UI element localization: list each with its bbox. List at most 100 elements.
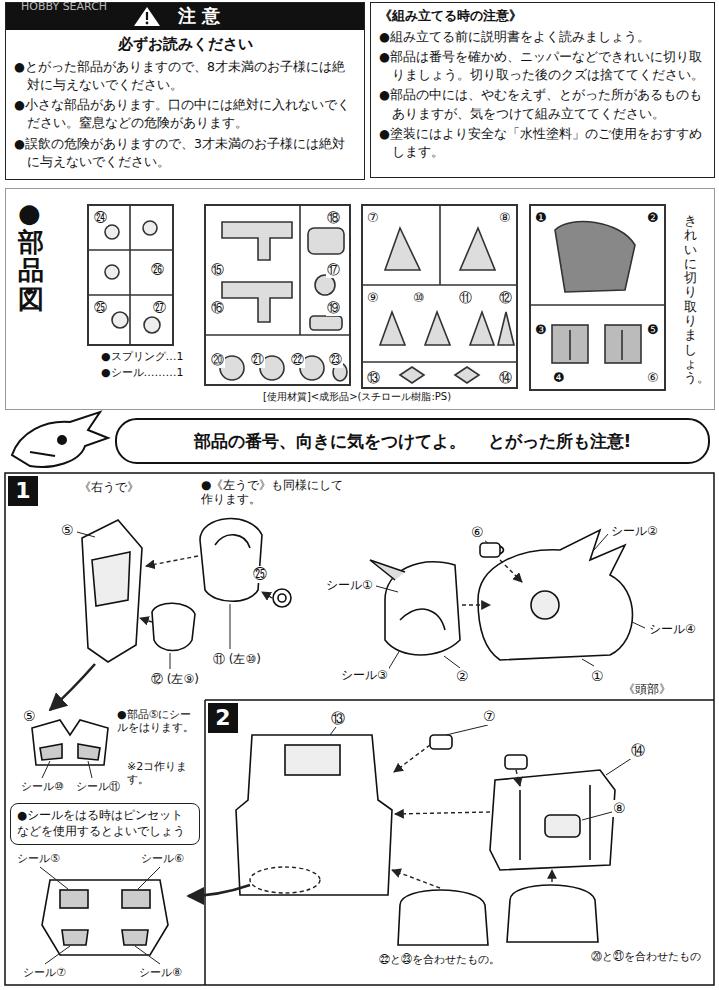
mascot-icon-part — [30, 452, 55, 456]
flow-arrow-part — [188, 885, 250, 896]
caution-item: ●とがった部品がありますので、8才未満のお子様には絶対に与えないでください。 — [14, 58, 356, 94]
body-drawing-part — [285, 745, 340, 775]
banner-text: 部品の番号、向きに気をつけてよ。 — [194, 430, 466, 453]
head-drawing-part — [531, 591, 559, 619]
assembly-arrow-part — [146, 556, 198, 566]
arm-drawing-part — [200, 519, 262, 602]
instruction-note: ※2コ作ります。 — [126, 760, 203, 786]
notes-item: ●組み立てる前に説明書をよく読みましょう。 — [379, 28, 706, 46]
runner-frame-part — [470, 312, 494, 345]
step-number-text: 2 — [208, 703, 238, 733]
instruction-note: ●部品⑤にシールをはります。 — [116, 708, 203, 734]
runner-frame-part — [88, 294, 173, 296]
callout-number: ⑧ — [612, 800, 627, 817]
head-drawing-part — [500, 546, 504, 554]
instruction-note: ⑳と㉑を合わせたもの — [590, 950, 710, 963]
arm-drawing-part — [152, 603, 195, 650]
runner-frame-part — [362, 205, 517, 388]
callout-number: ⑩ — [412, 290, 426, 306]
waist-drawing — [42, 880, 168, 955]
callout-number: ⑨ — [366, 290, 380, 306]
callout-number: ⑮ — [210, 262, 225, 278]
tip-box: ●シールをはる時はピンセットなどを使用するとよいでしょう — [10, 803, 200, 845]
runner-frame-part — [129, 205, 131, 345]
assembly-arrow-part — [392, 870, 440, 888]
arm-drawing-part — [82, 520, 142, 662]
sticker-label: シール⑦ — [22, 966, 67, 979]
body-drawing-part — [519, 790, 521, 860]
leader-line-part — [42, 761, 50, 778]
runner-frame-part — [455, 367, 479, 383]
runner-frame-part — [315, 275, 335, 295]
body-drawing-part — [490, 770, 615, 870]
callout-number: ⑰ — [326, 262, 341, 278]
head-drawing-part — [478, 530, 633, 660]
leader-line-part — [388, 650, 400, 670]
warning-band-part — [134, 7, 160, 26]
callout-number: ❹ — [552, 370, 566, 386]
part-title: 《右うで》 — [78, 480, 140, 494]
head-drawing-part — [400, 609, 445, 630]
callout-number: ⑥ — [470, 524, 485, 541]
leader-line-part — [230, 604, 231, 649]
mascot-icon — [12, 412, 108, 467]
runner-frame-part — [605, 325, 641, 363]
visor-drawing-part — [78, 744, 100, 760]
leader-line — [40, 532, 645, 964]
leader-line-part — [594, 534, 608, 550]
assembly-arrow-part — [140, 618, 152, 622]
panel-heading: ●部品図 — [18, 199, 44, 313]
callout-number: ㉑ — [250, 352, 265, 368]
waist-drawing-part — [60, 890, 88, 908]
callout-number: ⑦ — [482, 708, 497, 725]
assembly-arrow-part — [262, 592, 272, 598]
runner-frame-part — [380, 312, 405, 345]
arm-drawing-part — [278, 594, 286, 602]
visor-drawing-part — [40, 744, 62, 760]
callout-number: ㉗ — [152, 300, 167, 316]
callout-number: ⑧ — [498, 210, 512, 226]
step-frame-part — [205, 699, 714, 701]
runner-frame — [88, 205, 665, 390]
runner-frame-part — [385, 228, 420, 270]
runner-frame-part — [498, 312, 514, 345]
callout-number: ❺ — [646, 322, 660, 338]
sticker-label: シール③ — [340, 668, 389, 682]
assembly-arrow-part — [462, 604, 490, 605]
head-drawing-part — [370, 560, 405, 580]
waist-drawing-part — [62, 930, 88, 945]
callout-number: ⑥ — [646, 370, 660, 386]
speech-banner: 部品の番号、向きに気をつけてよ。とがった所も注意! — [115, 418, 710, 464]
runner-frame-part — [308, 228, 344, 254]
instruction-note: ●《左うで》も同様にして作ります。 — [200, 478, 352, 507]
step-frame-part — [5, 473, 714, 985]
instruction-note: ㉒と㉓を合わせたもの。 — [378, 953, 510, 966]
waist-drawing-part — [122, 890, 150, 908]
callout-number: ⑪ (左⑩) — [212, 652, 262, 666]
runner-frame-part — [222, 222, 292, 260]
tip-text: ●シールをはる時はピンセットなどを使用するとよいでしょう — [17, 808, 193, 839]
runner-frame-part — [88, 205, 173, 345]
callout-number: ⑫ — [498, 290, 513, 306]
leader-line-part — [632, 622, 645, 628]
callout-number: ⑪ — [458, 290, 473, 306]
body-drawing — [236, 735, 615, 945]
step-number: 1 — [8, 476, 38, 506]
callout-number: ① — [590, 668, 605, 685]
parts-count: ●シール………1 — [100, 366, 185, 379]
callout-number: ㉕ — [252, 566, 268, 583]
caution-box: 注 意必ずお読みください●とがった部品がありますので、8才未満のお子様には絶対に… — [5, 2, 365, 180]
callout-number: ⑫ (左⑨) — [150, 672, 200, 686]
runner-frame-part — [105, 265, 119, 279]
runner-frame-part — [144, 317, 160, 333]
leader-line-part — [45, 946, 70, 964]
sticker-label: シール① — [325, 578, 374, 592]
callout-number: ㉔ — [93, 210, 108, 226]
visor-drawing-part — [32, 720, 108, 765]
runner-frame-part — [552, 325, 588, 363]
leader-line-part — [446, 725, 488, 735]
leader-line-part — [77, 532, 95, 537]
runner-frame-part — [621, 330, 623, 360]
leader-line-part — [138, 867, 160, 889]
assembly-arrow-part — [250, 867, 320, 893]
